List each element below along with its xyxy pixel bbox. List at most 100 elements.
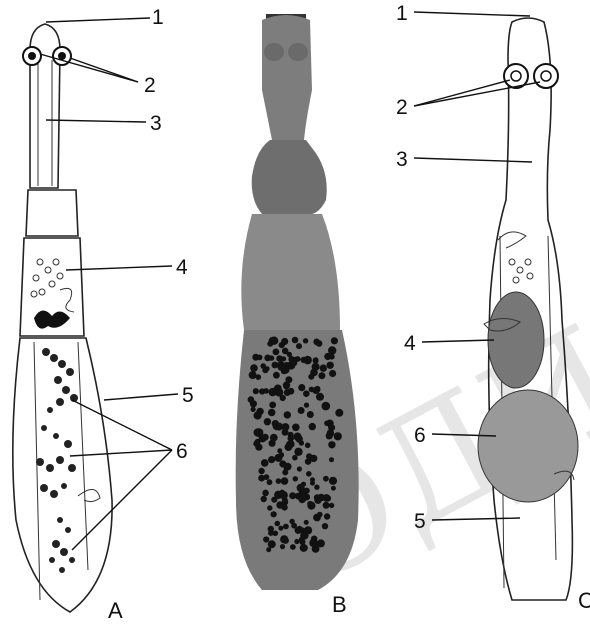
egg-dot: [250, 364, 258, 372]
egg-dot: [281, 477, 289, 485]
egg-dot: [316, 540, 322, 546]
callout-c-4: 4: [404, 332, 416, 355]
egg-dot: [304, 403, 309, 408]
egg-dot: [262, 490, 269, 497]
egg-dot: [261, 496, 267, 502]
egg-dot: [314, 485, 319, 490]
egg-dot: [263, 536, 269, 542]
egg-dot: [327, 362, 334, 369]
egg-dot: [281, 356, 286, 361]
egg-dot: [328, 346, 336, 354]
egg-dot: [273, 349, 280, 356]
egg-dot: [294, 448, 302, 456]
egg-dot: [279, 460, 286, 467]
callout-a-6: 6: [176, 440, 188, 463]
egg-dot: [268, 409, 276, 417]
egg-dot: [296, 526, 303, 533]
egg-dot: [275, 388, 283, 396]
egg-dot: [313, 358, 319, 364]
egg-dot: [309, 423, 316, 430]
egg-dot: [292, 337, 299, 344]
egg-dot: [271, 511, 277, 517]
egg-dot: [253, 428, 262, 437]
egg-dot: [313, 514, 321, 522]
egg-dot: [326, 434, 331, 439]
egg-dot: [282, 497, 288, 503]
egg-dot: [334, 432, 342, 440]
egg-dot: [316, 340, 323, 347]
egg-dot: [329, 354, 335, 360]
egg-dot: [282, 423, 290, 431]
egg-dot: [262, 434, 269, 441]
egg-dot: [276, 501, 283, 508]
egg-dot: [273, 372, 280, 379]
egg-dot: [268, 456, 275, 463]
egg-dot: [297, 466, 302, 471]
egg-dot: [324, 513, 330, 519]
callout-c-3: 3: [396, 148, 408, 171]
egg-dot: [277, 448, 282, 453]
egg-dot: [301, 482, 306, 487]
egg-dot: [328, 441, 335, 448]
egg-dot: [304, 520, 309, 525]
egg-dot: [281, 368, 287, 374]
egg-dot: [310, 477, 315, 482]
egg-dot: [300, 531, 308, 539]
panel-label-b: B: [332, 592, 347, 617]
egg-dot: [276, 478, 282, 484]
egg-dot: [329, 503, 334, 508]
egg-dot: [249, 371, 257, 379]
egg-dot: [298, 384, 305, 391]
egg-dot: [303, 338, 308, 343]
egg-dot: [293, 476, 298, 481]
egg-dot: [284, 384, 289, 389]
egg-dot: [292, 455, 298, 461]
egg-dot: [267, 505, 272, 510]
egg-dot: [278, 526, 283, 531]
egg-dot: [280, 490, 285, 495]
egg-dot: [288, 435, 294, 441]
egg-dot: [255, 444, 262, 451]
egg-dot: [322, 402, 331, 411]
callout-a-4: 4: [176, 256, 188, 279]
panel-b-photo: [236, 14, 359, 590]
egg-dot: [312, 387, 319, 394]
egg-dot: [272, 420, 279, 427]
egg-dot: [290, 544, 296, 550]
egg-dot: [282, 469, 288, 475]
callout-c-5: 5: [414, 510, 426, 533]
egg-dot: [307, 502, 315, 510]
egg-dot: [281, 338, 288, 345]
egg-dot: [302, 545, 308, 551]
callout-a-2: 2: [144, 74, 156, 97]
egg-dot: [293, 357, 298, 362]
egg-dot: [271, 497, 277, 503]
egg-dot: [264, 474, 270, 480]
egg-dot: [305, 458, 312, 465]
egg-dot: [277, 362, 284, 369]
egg-dot: [255, 439, 260, 444]
egg-dot: [303, 356, 312, 365]
egg-dot: [273, 531, 279, 537]
egg-dot: [331, 337, 338, 344]
callout-a-1: 1: [152, 6, 164, 29]
egg-dot: [248, 396, 255, 403]
egg-dot: [268, 540, 276, 548]
egg-dot: [267, 479, 273, 485]
egg-dot: [326, 420, 334, 428]
egg-dot: [292, 424, 300, 432]
egg-dot: [307, 411, 314, 418]
egg-dot: [284, 389, 291, 396]
egg-dot: [303, 390, 310, 397]
callout-c-6: 6: [414, 424, 426, 447]
egg-dot: [260, 363, 266, 369]
egg-dot: [285, 443, 293, 451]
egg-dot: [320, 364, 327, 371]
egg-dot: [270, 434, 278, 442]
egg-dot: [312, 363, 320, 371]
egg-dot: [308, 374, 314, 380]
egg-dot: [280, 535, 288, 543]
egg-dot: [296, 343, 302, 349]
egg-dot: [289, 519, 294, 524]
egg-dot: [298, 495, 306, 503]
